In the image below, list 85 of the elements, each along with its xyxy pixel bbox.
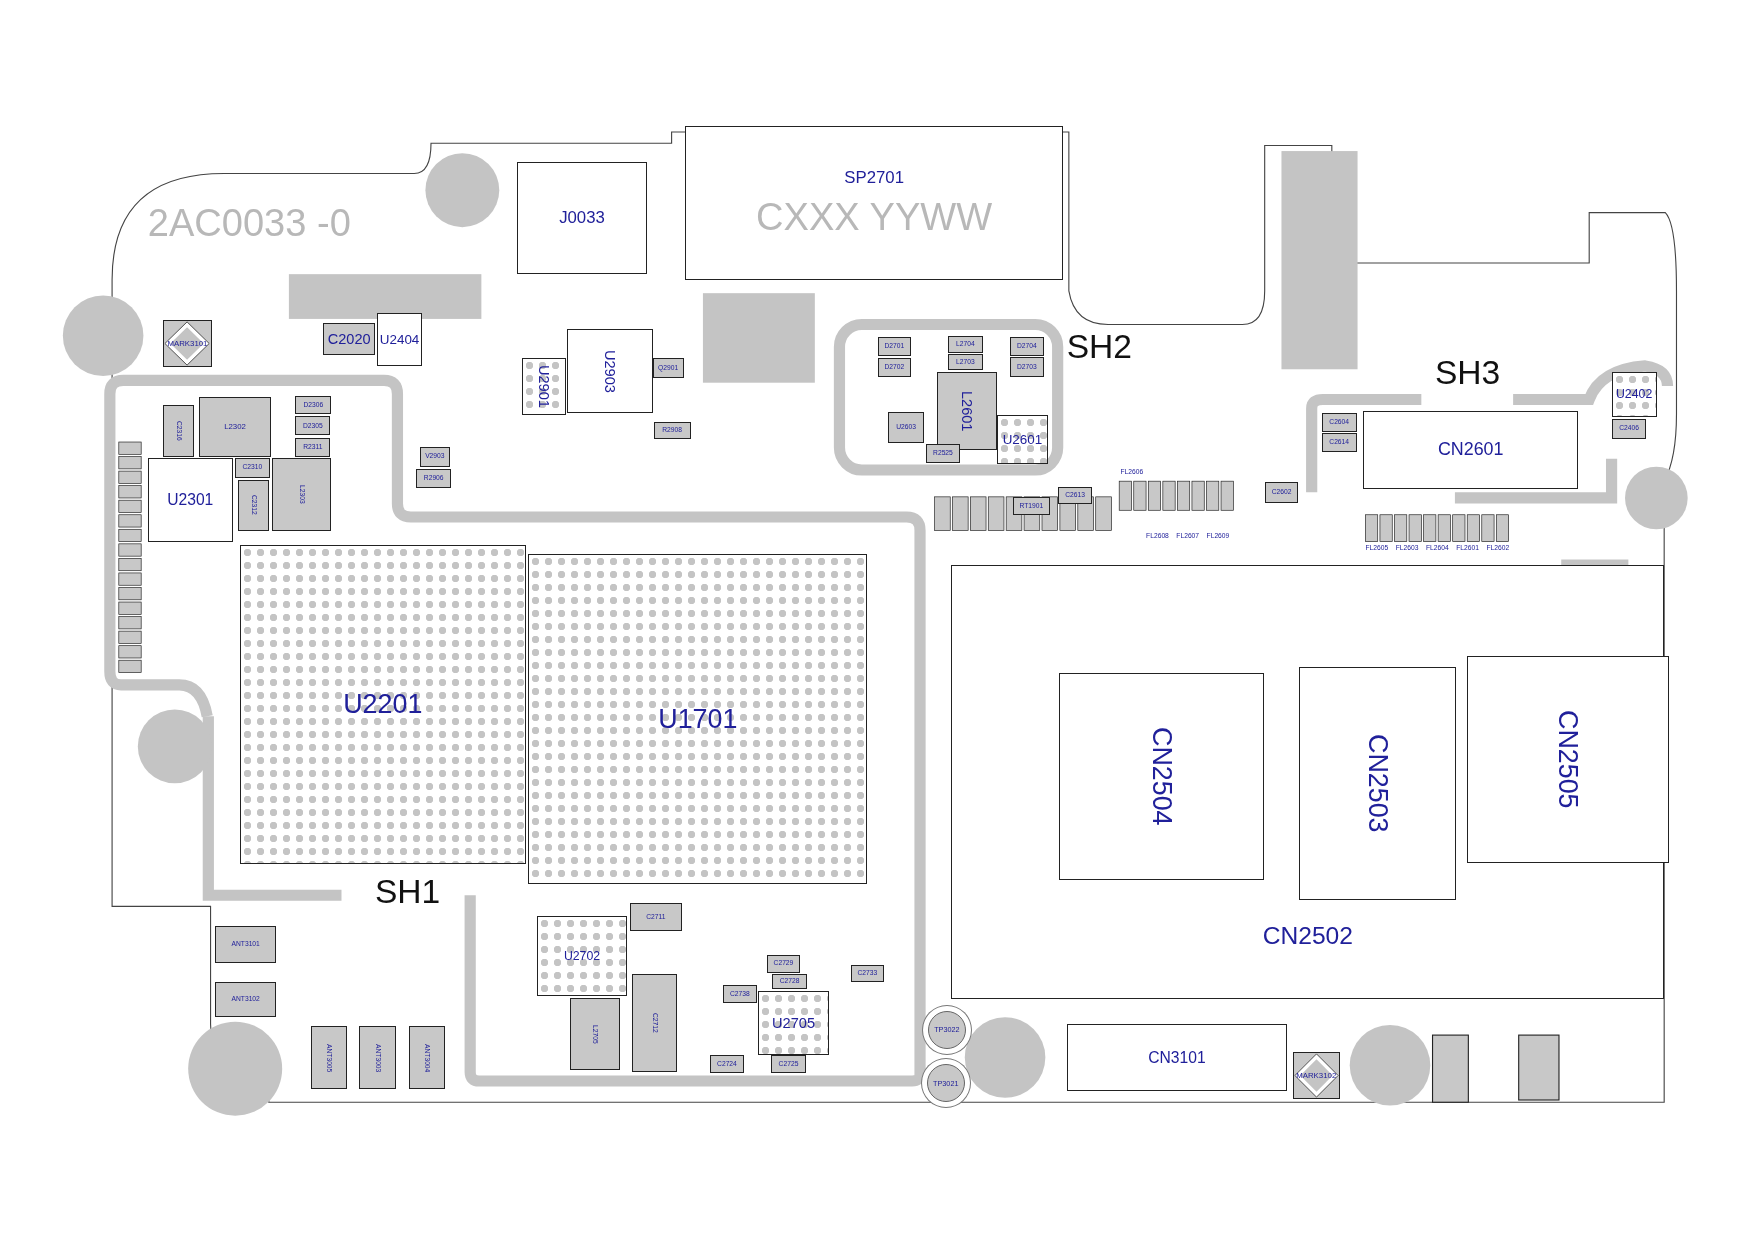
- antenna-pad: [311, 1026, 347, 1090]
- chip-footprint: [521, 358, 567, 416]
- reference-label: CN3101: [1148, 1049, 1206, 1066]
- marking-text: CXXX YYWW: [756, 198, 993, 237]
- connector-footprint: [1299, 666, 1456, 900]
- resistor-footprint: [416, 468, 452, 488]
- chip-footprint: [239, 545, 527, 865]
- antenna-pad: [214, 925, 277, 963]
- reference-label: CN2502: [1262, 923, 1353, 949]
- diode-footprint: [877, 336, 912, 356]
- shield-label: SH2: [1066, 330, 1132, 364]
- inductor-footprint: [271, 457, 332, 531]
- reference-label: L2601: [959, 390, 975, 431]
- antenna-pad: [214, 981, 277, 1018]
- transistor-footprint: [652, 358, 684, 379]
- capacitor-footprint: [771, 1055, 806, 1074]
- connector-footprint: [1058, 672, 1264, 880]
- capacitor-footprint: [766, 954, 801, 973]
- chip-footprint: [147, 457, 233, 542]
- capacitor-footprint: [1321, 413, 1357, 432]
- reference-label: U2201: [343, 691, 423, 718]
- capacitor-footprint: [323, 323, 375, 355]
- antenna-pad: [359, 1026, 397, 1090]
- speaker-footprint: [685, 126, 1064, 280]
- capacitor-footprint: [772, 973, 807, 990]
- shield-label: SH3: [1434, 355, 1501, 390]
- shield-label: SH1: [374, 875, 441, 909]
- reference-label: U2901: [536, 365, 552, 409]
- reference-label: CN2601: [1437, 441, 1504, 459]
- connector-footprint: [1066, 1024, 1288, 1092]
- reference-label: U2705: [772, 1015, 815, 1031]
- inductor-footprint: [569, 998, 621, 1070]
- connector-footprint: [517, 162, 647, 275]
- reference-label: U2601: [1002, 433, 1043, 447]
- capacitor-footprint: [1321, 433, 1357, 453]
- chip-footprint: [567, 329, 653, 413]
- resistor-footprint: [653, 421, 691, 439]
- connector-footprint: [1363, 410, 1579, 490]
- chip-footprint: [537, 915, 627, 997]
- reference-label: U1701: [658, 705, 738, 733]
- chip-footprint: [757, 990, 830, 1056]
- varistor-footprint: [419, 446, 450, 467]
- diode-footprint: [1009, 336, 1045, 356]
- inductor-footprint: [936, 371, 998, 450]
- chip-footprint: [997, 415, 1048, 465]
- reference-label: CN2503: [1364, 734, 1392, 833]
- reference-label: U2903: [602, 349, 618, 393]
- reference-label: U2301: [167, 491, 214, 508]
- board-marking: 2AC0033 -0: [147, 203, 351, 242]
- reference-label: C2020: [327, 331, 371, 347]
- capacitor-footprint: [1057, 486, 1093, 504]
- chip-footprint: [528, 554, 868, 885]
- fiducial-mark: [1292, 1052, 1340, 1100]
- diode-footprint: [295, 396, 332, 415]
- capacitor-footprint: [1611, 418, 1647, 439]
- fiducial-mark: [163, 320, 212, 368]
- reference-label: SP2701: [844, 169, 904, 187]
- reference-label: J0033: [559, 209, 605, 227]
- capacitor-footprint: [238, 480, 269, 531]
- diode-footprint: [295, 416, 331, 436]
- capacitor-footprint: [235, 457, 270, 478]
- antenna-pad: [408, 1026, 446, 1090]
- reference-label: U2402: [1616, 388, 1653, 401]
- chip-footprint: [887, 411, 925, 444]
- capacitor-footprint: [632, 973, 678, 1073]
- reference-label: CN2504: [1147, 726, 1175, 826]
- chip-footprint: [1611, 371, 1657, 418]
- resistor-footprint: [295, 437, 331, 457]
- capacitor-footprint: [709, 1055, 745, 1074]
- connector-footprint: [1467, 655, 1669, 863]
- capacitor-footprint: [1264, 482, 1299, 503]
- inductor-footprint: [199, 397, 271, 457]
- reference-label: U2702: [563, 949, 601, 962]
- inductor-footprint: [948, 335, 983, 353]
- capacitor-footprint: [630, 903, 682, 932]
- diode-footprint: [1009, 357, 1045, 378]
- inductor-footprint: [948, 353, 983, 371]
- reference-label: U2404: [379, 332, 420, 347]
- diode-footprint: [877, 358, 912, 378]
- capacitor-footprint: [723, 984, 757, 1003]
- capacitor-footprint: [163, 405, 194, 457]
- reference-label: CN2505: [1554, 710, 1582, 809]
- capacitor-footprint: [850, 964, 885, 982]
- chip-footprint: [377, 313, 422, 366]
- resistor-footprint: [925, 444, 961, 464]
